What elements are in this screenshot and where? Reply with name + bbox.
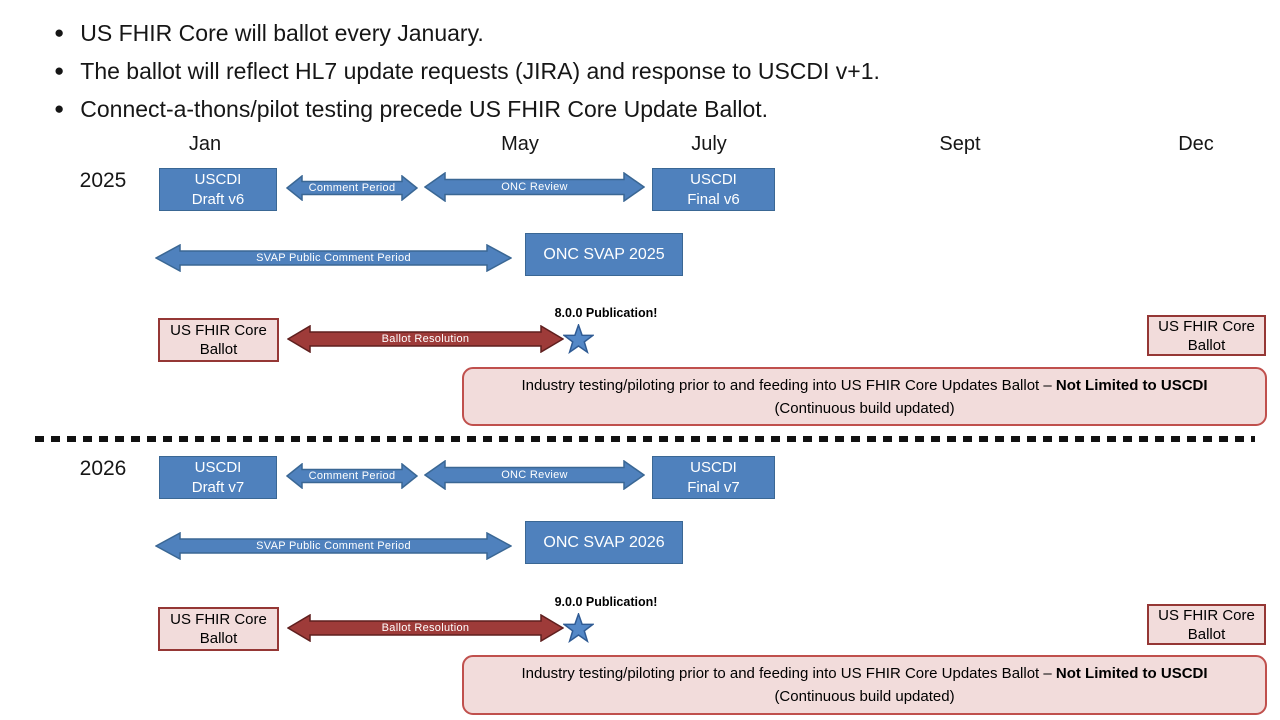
fhir-ballot-line1: US FHIR Core: [1158, 606, 1255, 624]
bullet-item: ● US FHIR Core will ballot every January…: [48, 14, 1148, 52]
uscdi-draft-line2: Draft v6: [191, 190, 245, 208]
uscdi-final-line2: Final v6: [687, 190, 740, 208]
month-label-may: May: [501, 133, 539, 155]
industry-testing-line2: (Continuous build updated): [774, 688, 955, 705]
bullet-text: US FHIR Core will ballot every January.: [80, 20, 484, 46]
comment-period-arrow: Comment Period: [286, 175, 418, 201]
industry-testing-line1: Industry testing/piloting prior to and f…: [472, 374, 1257, 397]
publication-label: 8.0.0 Publication!: [554, 306, 658, 320]
publication-star-icon: [563, 613, 594, 643]
year-label: 2026: [79, 457, 127, 480]
ballot-resolution-label: Ballot Resolution: [381, 622, 470, 634]
ballot-resolution-arrow: Ballot Resolution: [287, 614, 564, 642]
ballot-resolution-arrow: Ballot Resolution: [287, 325, 564, 353]
double-arrow-icon: [424, 172, 645, 202]
publication-label: 9.0.0 Publication!: [554, 595, 658, 609]
industry-testing-box: Industry testing/piloting prior to and f…: [462, 367, 1267, 426]
bullet-item: ● The ballot will reflect HL7 update req…: [48, 52, 1148, 90]
industry-testing-bold: Not Limited to USCDI: [1055, 665, 1208, 682]
uscdi-final-box: USCDI Final v6: [652, 168, 775, 211]
svap-comment-label: SVAP Public Comment Period: [256, 252, 411, 264]
uscdi-final-line1: USCDI: [690, 458, 737, 476]
double-arrow-icon: [424, 460, 645, 490]
fhir-ballot-box-left: US FHIR Core Ballot: [158, 318, 279, 362]
uscdi-draft-line1: USCDI: [194, 170, 242, 188]
dashed-divider: [35, 436, 1255, 442]
fhir-ballot-box-left: US FHIR Core Ballot: [158, 607, 279, 651]
uscdi-final-box: USCDI Final v7: [652, 456, 775, 499]
fhir-ballot-line1: US FHIR Core: [170, 322, 267, 339]
ballot-resolution-label: Ballot Resolution: [381, 333, 470, 345]
onc-svap-box: ONC SVAP 2026: [525, 521, 683, 564]
svap-comment-arrow: SVAP Public Comment Period: [155, 532, 512, 560]
year-label: 2025: [79, 169, 127, 192]
industry-testing-line2: (Continuous build updated): [774, 399, 955, 417]
bullet-icon: ●: [54, 23, 65, 42]
bullet-icon: ●: [54, 61, 65, 80]
onc-svap-label: ONC SVAP 2025: [543, 245, 665, 263]
month-label-sept: Sept: [939, 133, 981, 155]
uscdi-draft-box: USCDI Draft v6: [159, 168, 277, 211]
fhir-ballot-line1: US FHIR Core: [170, 611, 267, 628]
onc-review-label: ONC Review: [501, 469, 568, 481]
fhir-ballot-box-right: US FHIR Core Ballot: [1147, 315, 1266, 356]
month-label-dec: Dec: [1178, 133, 1214, 155]
double-arrow-icon: [287, 325, 564, 353]
bullet-icon: ●: [54, 99, 65, 118]
publication-star-icon: [563, 324, 594, 354]
comment-period-label: Comment Period: [308, 182, 396, 194]
onc-review-arrow: ONC Review: [424, 172, 645, 202]
fhir-ballot-line2: Ballot: [199, 630, 238, 647]
bullet-list: ● US FHIR Core will ballot every January…: [48, 14, 1148, 128]
double-arrow-icon: [286, 175, 418, 201]
double-arrow-icon: [287, 614, 564, 642]
timeline-section-2026: 2026 USCDI Draft v7 Comment Period ONC R…: [0, 456, 1280, 716]
svap-comment-arrow: SVAP Public Comment Period: [155, 244, 512, 272]
fhir-ballot-line2: Ballot: [199, 341, 238, 358]
double-arrow-icon: [155, 244, 512, 272]
industry-testing-box: Industry testing/piloting prior to and f…: [462, 655, 1267, 715]
onc-svap-box: ONC SVAP 2025: [525, 233, 683, 276]
bullet-text: The ballot will reflect HL7 update reque…: [80, 58, 880, 84]
industry-testing-line1: Industry testing/piloting prior to and f…: [472, 662, 1257, 685]
uscdi-draft-box: USCDI Draft v7: [159, 456, 277, 499]
bullet-text: Connect-a-thons/pilot testing precede US…: [80, 96, 769, 122]
timeline-section-2025: 2025 USCDI Draft v6 Comment Period ONC R…: [0, 168, 1280, 428]
fhir-ballot-box-right: US FHIR Core Ballot: [1147, 604, 1266, 645]
industry-testing-text: Industry testing/piloting prior to and f…: [521, 376, 1056, 394]
double-arrow-icon: [286, 463, 418, 489]
uscdi-draft-line2: Draft v7: [191, 478, 245, 496]
industry-testing-bold: Not Limited to USCDI: [1055, 376, 1208, 394]
uscdi-final-line1: USCDI: [690, 170, 737, 188]
svap-comment-label: SVAP Public Comment Period: [256, 540, 411, 552]
month-label-jan: Jan: [188, 133, 222, 155]
fhir-ballot-line1: US FHIR Core: [1158, 317, 1255, 335]
onc-svap-label: ONC SVAP 2026: [543, 533, 665, 551]
comment-period-arrow: Comment Period: [286, 463, 418, 489]
fhir-ballot-line2: Ballot: [1187, 625, 1226, 643]
fhir-ballot-line2: Ballot: [1187, 336, 1226, 354]
onc-review-arrow: ONC Review: [424, 460, 645, 490]
double-arrow-icon: [155, 532, 512, 560]
comment-period-label: Comment Period: [308, 470, 396, 482]
month-label-july: July: [691, 133, 727, 155]
onc-review-label: ONC Review: [501, 181, 568, 193]
industry-testing-text: Industry testing/piloting prior to and f…: [521, 665, 1056, 682]
uscdi-final-line2: Final v7: [687, 478, 740, 496]
uscdi-draft-line1: USCDI: [194, 458, 242, 476]
bullet-item: ● Connect-a-thons/pilot testing precede …: [48, 90, 1148, 128]
